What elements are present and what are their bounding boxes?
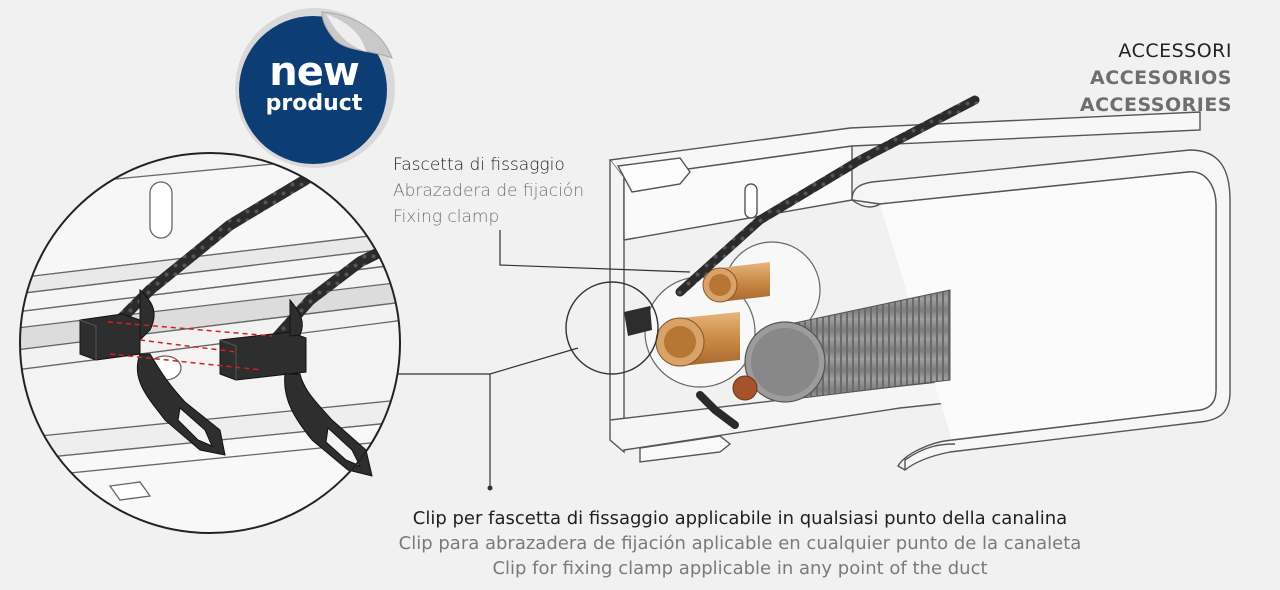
fixing-clamp-strap <box>624 95 980 429</box>
guide-lines <box>107 321 273 371</box>
new-product-badge-label: new product <box>254 52 374 115</box>
clamp-label-italian: Fascetta di fissaggio <box>393 155 565 175</box>
caption-italian: Clip per fascetta di fissaggio applicabi… <box>412 508 1068 529</box>
section-title: ACCESSORI ACCESORIOS ACCESSORIES <box>1080 38 1232 119</box>
leader-lines <box>385 230 691 486</box>
detail-highlight-circle <box>565 281 659 375</box>
caption-english: Clip for fixing clamp applicable in any … <box>492 558 988 579</box>
clamp-label-spanish: Abrazadera de fijación <box>393 181 584 201</box>
zoom-detail <box>19 152 401 534</box>
pipes <box>644 241 951 403</box>
badge-word-new: new <box>269 49 360 95</box>
badge-word-product: product <box>265 91 363 116</box>
clip-attached <box>79 288 226 456</box>
clip-detached <box>219 298 373 477</box>
clamp-label-english: Fixing clamp <box>393 207 500 227</box>
cable-duct-channel <box>608 111 1231 471</box>
title-spanish: ACCESORIOS <box>1090 67 1232 89</box>
fixing-clamp-callout: Fascetta di fissaggio Abrazadera de fija… <box>393 152 584 230</box>
title-english: ACCESSORIES <box>1079 94 1232 116</box>
clip-caption: Clip per fascetta di fissaggio applicabi… <box>340 506 1140 581</box>
caption-spanish: Clip para abrazadera de fijación aplicab… <box>398 533 1082 554</box>
title-italian: ACCESSORI <box>1118 40 1232 62</box>
new-product-badge <box>235 8 395 168</box>
